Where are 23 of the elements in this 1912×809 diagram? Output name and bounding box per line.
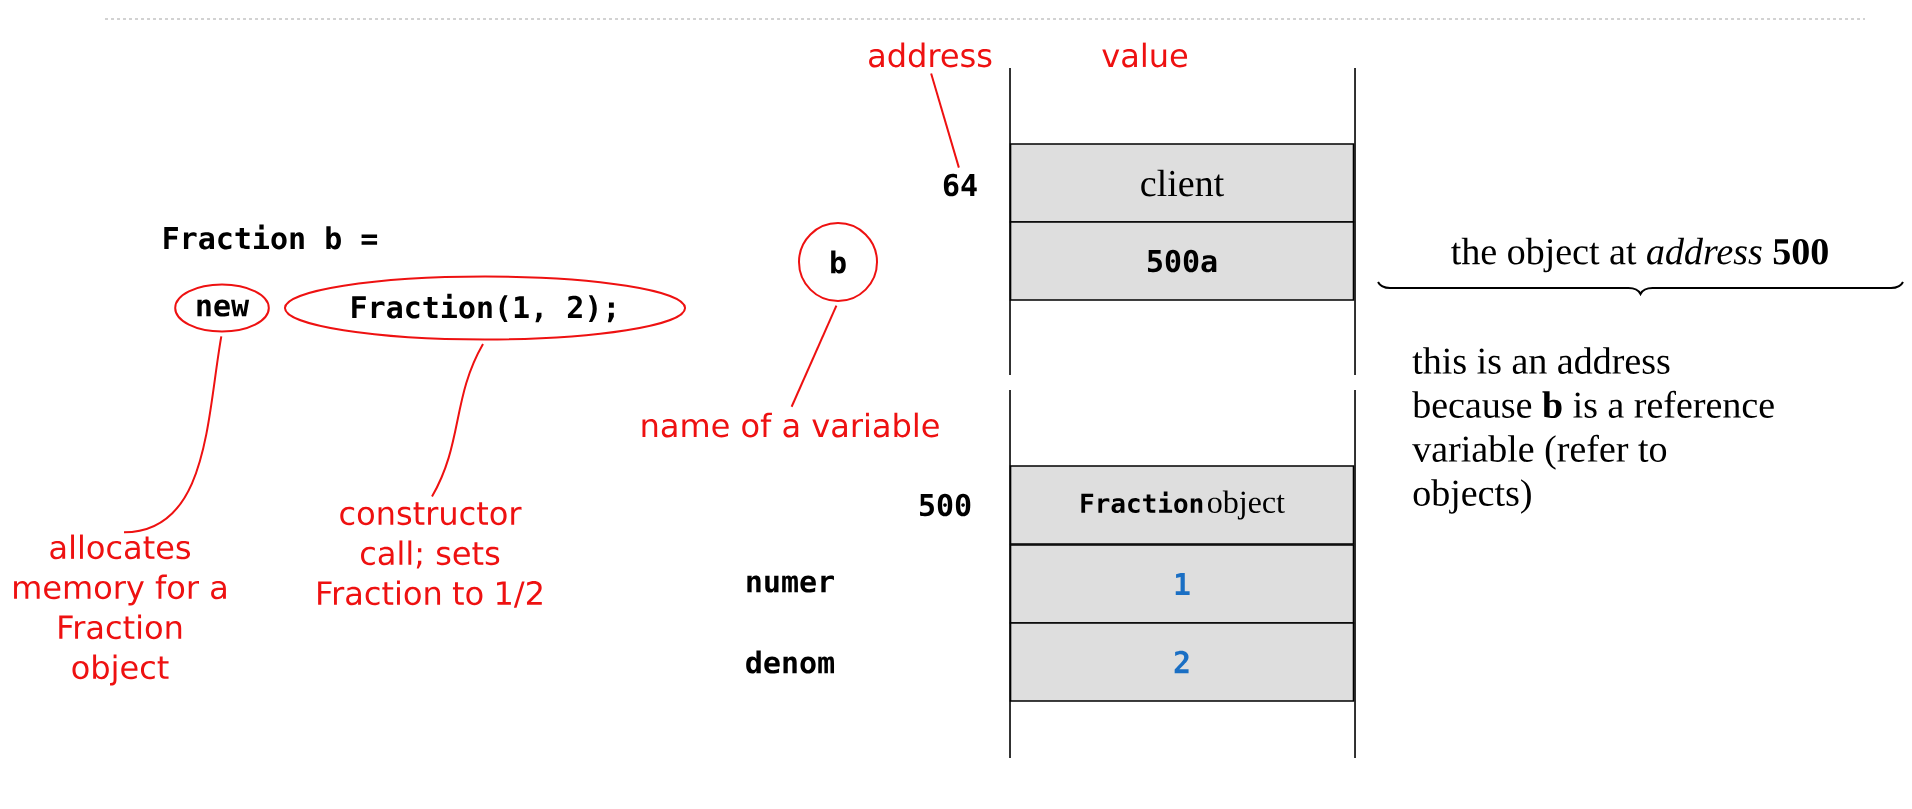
address-number: 64: [943, 173, 977, 197]
handwritten-note: constructor call; sets Fraction to 1/2: [318, 502, 542, 608]
annotation-text: the object at address 500: [1451, 237, 1828, 273]
annotation-text: this is an address because b is a reference variable (refer to objects): [1412, 347, 1774, 514]
leader-line: [431, 343, 484, 498]
leader-line: [790, 304, 838, 408]
field-name: numer: [747, 575, 834, 593]
circled-code: new: [174, 283, 270, 333]
memory-cell: 2: [1009, 622, 1355, 702]
code-text: Fraction b =: [164, 224, 378, 250]
leader-line: [930, 72, 960, 169]
handwritten-note: name of a variable: [642, 412, 939, 438]
memory-cell: 500a: [1009, 221, 1355, 301]
memory-cell: client: [1009, 143, 1355, 223]
circled-letter: b: [798, 222, 878, 302]
memory-cell: 1: [1009, 544, 1355, 624]
handwritten-note: address: [869, 42, 992, 68]
circled-code: Fraction(1, 2);: [283, 275, 687, 341]
handwritten-note: allocates memory for a Fraction object: [14, 534, 226, 686]
field-name: denom: [746, 650, 834, 674]
leader-line: [123, 335, 223, 534]
address-number: 500: [920, 493, 971, 517]
handwritten-note: value: [1102, 42, 1188, 68]
